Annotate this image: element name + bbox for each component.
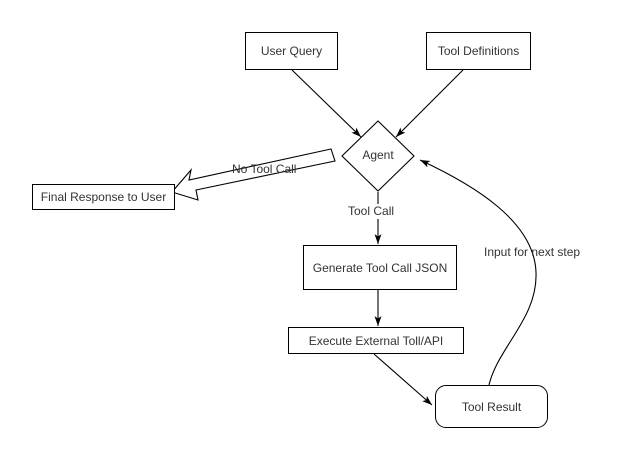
node-tool-result-label: Tool Result: [461, 399, 522, 414]
node-final-response[interactable]: Final Response to User: [32, 184, 175, 210]
edge-label-input-for-next-step: Input for next step: [484, 245, 581, 259]
node-tool-result[interactable]: Tool Result: [435, 385, 548, 428]
node-final-response-label: Final Response to User: [40, 190, 167, 204]
edge-label-no-tool-call: No Tool Call: [232, 162, 297, 176]
node-user-query-label: User Query: [260, 44, 323, 58]
node-agent-label: Agent: [362, 148, 394, 162]
node-tool-definitions[interactable]: Tool Definitions: [426, 32, 531, 70]
node-execute-tool-label: Execute External Toll/API: [308, 333, 444, 348]
edge-execute-tool-to-tool-result: [373, 353, 433, 406]
node-execute-tool[interactable]: Execute External Toll/API: [288, 327, 464, 354]
node-generate-json[interactable]: Generate Tool Call JSON: [303, 245, 457, 290]
edge-agent-to-final-response-block-arrow: [171, 148, 336, 201]
edge-label-tool-call: Tool Call: [348, 204, 395, 218]
node-tool-definitions-label: Tool Definitions: [437, 44, 520, 58]
agent-diamond-shape: [341, 120, 415, 192]
edge-tool-result-to-agent: [419, 159, 537, 386]
node-generate-json-label: Generate Tool Call JSON: [312, 260, 448, 275]
node-user-query[interactable]: User Query: [245, 32, 338, 70]
node-agent[interactable]: Agent: [341, 120, 415, 192]
edge-user-query-to-agent: [291, 69, 362, 138]
edge-tool-definitions-to-agent: [395, 69, 464, 138]
